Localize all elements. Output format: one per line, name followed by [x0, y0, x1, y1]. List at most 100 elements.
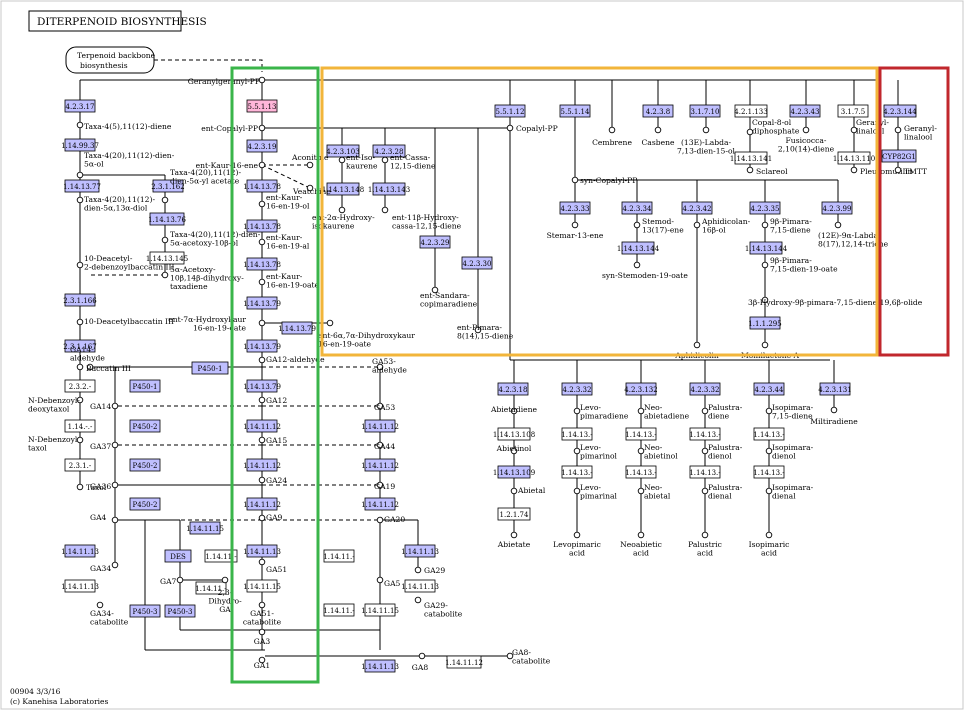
enzyme-e231_166[interactable]: 2.3.1.166 — [63, 293, 97, 307]
compound-ga3[interactable]: GA3 — [254, 628, 271, 646]
enzyme-e11413_dots_6[interactable]: 1.14.13.- — [689, 465, 721, 479]
compound-ga7[interactable]: GA7 — [160, 576, 184, 586]
enzyme-p450_1_b[interactable]: P450-1 — [129, 379, 161, 393]
pathway-link-terpenoid-backbone[interactable]: Terpenoid backbone biosynthesis — [65, 46, 156, 74]
compound-ga36[interactable]: GA36 — [90, 481, 119, 491]
compound-levopimaradiene[interactable]: Levo-pimaradiene — [573, 403, 629, 421]
enzyme-e114_13_148[interactable]: 1.14.13.148 — [322, 182, 364, 196]
compound-taxol[interactable]: Taxol — [76, 483, 107, 492]
compound-abietate[interactable]: Abietate — [497, 531, 531, 549]
compound-ga12[interactable]: GA12 — [258, 396, 287, 405]
compound-sclareol[interactable]: Sclareol — [746, 166, 788, 176]
enzyme-e42318[interactable]: 4.2.3.18 — [497, 382, 529, 396]
enzyme-p450_2_b[interactable]: P450-2 — [129, 458, 161, 472]
enzyme-e11411_13_b[interactable]: 1.14.11.13 — [61, 544, 99, 558]
compound-ga53[interactable]: GA53 — [374, 402, 395, 412]
enzyme-e11411_15_c[interactable]: 1.14.11.15 — [243, 579, 281, 593]
enzyme-e114_13_110[interactable]: 1.14.13.110 — [833, 151, 875, 165]
enzyme-p450_2_a[interactable]: P450-2 — [129, 419, 161, 433]
enzyme-e11413_dots_8[interactable]: 1.14.13.- — [753, 465, 785, 479]
enzyme-e11411_dots_a[interactable]: 1.14.11.- — [204, 549, 238, 563]
compound-palustradienol[interactable]: Palustra-dienol — [701, 443, 743, 461]
compound-tmtt[interactable]: TMTT — [894, 166, 927, 176]
enzyme-e11411_dots_c[interactable]: 1.14.11.- — [323, 549, 355, 563]
enzyme-e114_13_108[interactable]: 1.14.13.108 — [493, 427, 535, 441]
enzyme-e11413_dots_4[interactable]: 1.14.13.- — [625, 465, 657, 479]
enzyme-e551_14[interactable]: 5.5.1.14 — [559, 104, 591, 118]
enzyme-e421133[interactable]: 4.2.1.133 — [734, 104, 768, 118]
enzyme-e42_3_28[interactable]: 4.2.3.28 — [372, 144, 406, 158]
enzyme-e1131295[interactable]: 1.1.1.295 — [748, 316, 782, 330]
compound-isopimaradienol[interactable]: Isopimara-dienol — [765, 443, 814, 461]
compound-miltiradiene[interactable]: Miltiradiene — [810, 406, 858, 426]
enzyme-e11411_13_c[interactable]: 1.14.11.13 — [401, 544, 439, 558]
compound-abietinol[interactable]: Abietinol — [496, 444, 532, 455]
enzyme-e231_167[interactable]: 2.3.1.167 — [63, 339, 97, 353]
compound-neoabietinol[interactable]: Neo-abietinol — [637, 443, 678, 461]
enzyme-e42399[interactable]: 4.2.3.99 — [821, 201, 853, 215]
compound-geranyllinalool[interactable]: Geranyl-linalool — [894, 124, 937, 142]
enzyme-e42342[interactable]: 4.2.3.42 — [681, 201, 713, 215]
compound-abietadiene[interactable]: Abietadiene — [490, 405, 538, 415]
compound-cembrene[interactable]: Cembrene — [592, 126, 632, 147]
compound-ga1[interactable]: GA1 — [254, 656, 270, 670]
enzyme-e114_1378_a[interactable]: 1.14.13.78 — [243, 179, 281, 193]
enzyme-e12174[interactable]: 1.2.1.74 — [497, 507, 531, 521]
enzyme-e42317[interactable]: 4.2.3.17 — [64, 99, 96, 113]
enzyme-e11413_dots_7[interactable]: 1.14.13.- — [753, 427, 785, 441]
compound-ga8[interactable]: GA8 — [412, 652, 429, 672]
compound-ent_pimaradiene[interactable]: ent-Pimara-8(14),15-diene — [457, 323, 514, 341]
enzyme-e11411_dots_b[interactable]: 1.14.11.- — [195, 581, 227, 595]
compound-ga51_cat[interactable]: GA51-catabolite — [243, 601, 282, 627]
compound-fusicocca[interactable]: Fusicocca-2,10(14)-diene — [778, 126, 835, 154]
compound-stemod[interactable]: Stemod-13(17)-ene — [633, 217, 684, 235]
compound-levopimarinol[interactable]: Levo-pimarinol — [573, 443, 618, 461]
enzyme-e42144[interactable]: 4.2.3.144 — [883, 104, 917, 118]
enzyme-e11411_13_f[interactable]: 1.14.11.13 — [361, 659, 399, 673]
enzyme-e11411_13_e[interactable]: 1.14.11.13 — [401, 579, 439, 593]
compound-ga51[interactable]: GA51 — [258, 558, 287, 574]
enzyme-e42332_a[interactable]: 4.2.3.32 — [561, 382, 593, 396]
enzyme-e4238[interactable]: 4.2.3.8 — [642, 104, 674, 118]
enzyme-e42333[interactable]: 4.2.3.33 — [559, 201, 591, 215]
enzyme-e11413_dots_3[interactable]: 1.14.13.- — [625, 427, 657, 441]
compound-ga34[interactable]: GA34 — [90, 561, 119, 573]
enzyme-e42319[interactable]: 4.2.3.19 — [246, 139, 278, 153]
enzyme-e11413_dots_5[interactable]: 1.14.13.- — [689, 427, 721, 441]
enzyme-e42_3_30[interactable]: 4.2.3.30 — [461, 256, 493, 270]
compound-ga14_ald[interactable]: GA14-aldehyde — [70, 345, 105, 371]
compound-neoabietal[interactable]: Neo-abietal — [637, 483, 671, 501]
compound-aphidicolan[interactable]: Aphidicolan-16β-ol — [693, 217, 751, 235]
compound-isopimaradienal[interactable]: Isopimara-dienal — [765, 483, 814, 501]
enzyme-e114_1379_d[interactable]: 1.14.13.79 — [243, 379, 281, 393]
compound-geranyllinalool_mid[interactable]: Geranyl-linalool — [850, 118, 889, 136]
compound-n_debenz_deoxy[interactable]: N-Debenzoyl-deoxytaxol — [28, 396, 84, 414]
enzyme-e114_1378_c[interactable]: 1.14.13.78 — [243, 257, 281, 271]
compound-ga34_cat[interactable]: GA34-catabolite — [90, 601, 129, 627]
enzyme-e114_9737[interactable]: 1.14.99.37 — [61, 138, 99, 152]
enzyme-e114_13_143[interactable]: 1.14.13.143 — [368, 182, 410, 196]
compound-ga9[interactable]: GA9 — [258, 513, 283, 522]
enzyme-e11413_dots_1[interactable]: 1.14.13.- — [561, 427, 593, 441]
compound-acetoxy_taxadiene[interactable]: 5α-Acetoxy-10β,14β-dihydroxy-taxadiene — [161, 265, 244, 291]
compound-neoabietadiene[interactable]: Neo-abietadiene — [637, 403, 690, 421]
compound-taxadiene[interactable]: Taxa-4(5),11(12)-diene — [76, 121, 172, 131]
enzyme-e114_13_76[interactable]: 1.14.13.76 — [148, 212, 186, 226]
compound-deacetyl_baccatin[interactable]: 10-Deacetyl-2-debenzoylbaccatin III — [76, 254, 175, 272]
compound-syn_copalyl_pp[interactable]: syn-Copalyl-PP — [571, 176, 637, 185]
compound-taxa_diol[interactable]: Taxa-4(20),11(12)-dien-5α,13α-diol — [76, 195, 155, 213]
compound-taxa_en_ol[interactable]: Taxa-4(20),11(12)-dien-5α-ol — [76, 151, 175, 179]
compound-ga29[interactable]: GA29 — [414, 566, 445, 575]
compound-casbene[interactable]: Casbene — [642, 126, 675, 147]
compound-abietal[interactable]: Abietal — [510, 486, 546, 495]
compound-ga24[interactable]: GA24 — [258, 476, 287, 485]
compound-aconitine[interactable]: Aconitine — [291, 153, 329, 169]
enzyme-p450_3_a[interactable]: P450-3 — [129, 604, 161, 618]
enzyme-e423131[interactable]: 4.2.3.131 — [818, 382, 852, 396]
enzyme-e3175[interactable]: 3.1.7.5 — [837, 104, 869, 118]
